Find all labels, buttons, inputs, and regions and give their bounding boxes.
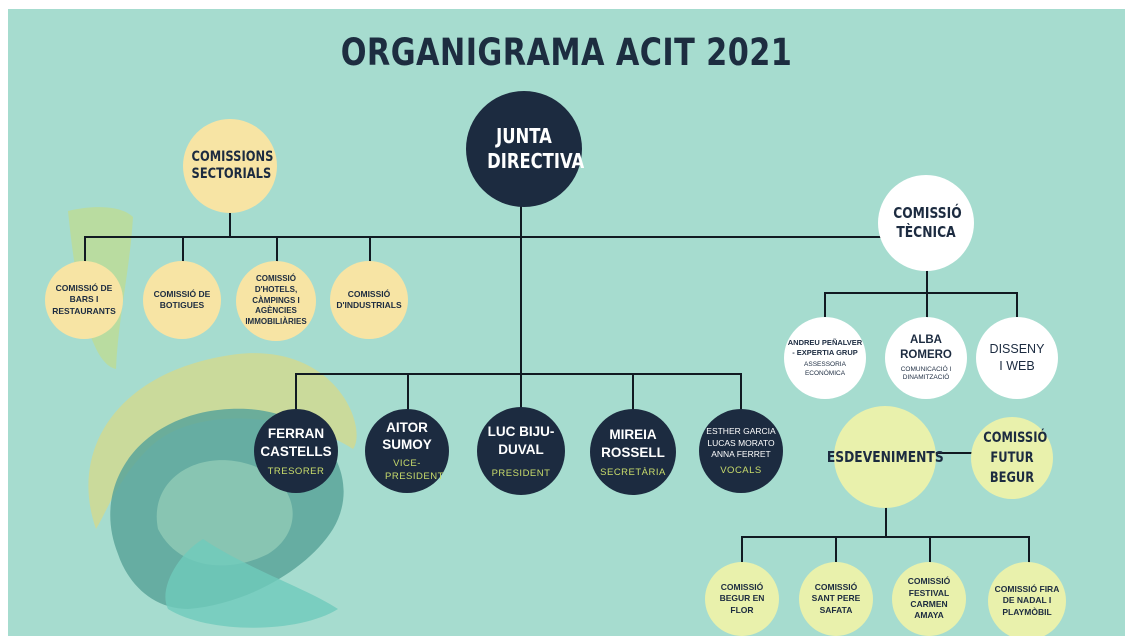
connector-vocals-drop: [740, 373, 742, 413]
tecnica-andreu-node: ANDREU PEÑALVER - EXPERTIA GRUP ASSESSOR…: [784, 317, 866, 399]
member-luc-role: PRESIDENT: [491, 467, 551, 479]
comissio-tecnica-node: COMISSIÓ TÈCNICA: [878, 175, 974, 271]
comissions-sectorials-label: COMISSIONS SECTORIALS: [191, 148, 273, 183]
connector-fira-drop: [1028, 536, 1030, 564]
tecnica-andreu-name: ANDREU PEÑALVER - EXPERTIA GRUP: [787, 337, 863, 358]
page-title: ORGANIGRAMA ACIT 2021: [340, 31, 793, 74]
sectorial-hotels-node: COMISSIÓ D'HOTELS, CÀMPINGS I AGÈNCIES I…: [236, 261, 316, 341]
connector-safata-drop: [835, 536, 837, 564]
esdev-flor-node: COMISSIÓ BEGUR EN FLOR: [705, 562, 779, 636]
member-ferran-node: FERRAN CASTELLS TRESORER: [254, 409, 338, 493]
sectorial-bars-label: COMISSIÓ DE BARS I RESTAURANTS: [52, 282, 116, 316]
member-vocals-names: ESTHER GARCIA LUCAS MORATO ANNA FERRET: [706, 426, 776, 460]
org-chart-panel: ORGANIGRAMA ACIT 2021 JUNTA DIRECTIVA CO…: [8, 9, 1125, 636]
connector-sectorials-stem: [229, 199, 231, 237]
connector-junta-stem: [520, 199, 522, 375]
connector-bars-drop: [84, 236, 86, 266]
connector-ferran-drop: [295, 373, 297, 413]
tecnica-alba-name: ALBA ROMERO: [900, 334, 952, 362]
futur-begur-label: COMISSIÓ FUTUR BEGUR: [983, 429, 1048, 487]
junta-directiva-label: JUNTA DIRECTIVA: [487, 124, 585, 173]
esdeveniments-label: ESDEVENIMENTS: [826, 447, 944, 466]
member-vocals-role: VOCALS: [720, 464, 762, 476]
sectorial-hotels-label: COMISSIÓ D'HOTELS, CÀMPINGS I AGÈNCIES I…: [245, 274, 307, 327]
connector-botigues-drop: [182, 236, 184, 266]
connector-industrials-drop: [369, 236, 371, 266]
tecnica-andreu-role: ASSESSORIA ECONÒMICA: [804, 361, 846, 377]
member-luc-name: LUC BIJU-DUVAL: [487, 424, 555, 457]
member-mireia-node: MIREIA ROSSELL SECRETÀRIA: [590, 409, 676, 495]
connector-mireia-drop: [632, 373, 634, 413]
connector-sectorials-bar: [84, 236, 371, 238]
esdev-amaya-node: COMISSIÓ FESTIVAL CARMEN AMAYA: [892, 562, 966, 636]
tecnica-web-node: DISSENY I WEB: [976, 317, 1058, 399]
connector-tecnica-bar: [824, 292, 1018, 294]
tecnica-web-label: DISSENY I WEB: [989, 342, 1045, 373]
connector-hotels-drop: [276, 236, 278, 266]
sectorial-bars-node: COMISSIÓ DE BARS I RESTAURANTS: [45, 261, 123, 339]
connector-tecnica-stem: [926, 257, 928, 293]
connector-aitor-drop: [407, 373, 409, 413]
tecnica-alba-node: ALBA ROMERO COMUNICACIÓ I DINAMITZACIÓ: [885, 317, 967, 399]
member-aitor-node: AITOR SUMOY VICE-PRESIDENT: [365, 409, 449, 493]
member-mireia-role: SECRETÀRIA: [600, 466, 666, 478]
esdev-safata-label: COMISSIÓ SANT PERE SAFATA: [811, 581, 861, 615]
connector-esdev-futur: [928, 452, 978, 454]
member-ferran-name: FERRAN CASTELLS: [260, 426, 332, 459]
connector-esdev-stem: [885, 501, 887, 537]
esdeveniments-node: ESDEVENIMENTS: [827, 406, 943, 508]
member-vocals-node: ESTHER GARCIA LUCAS MORATO ANNA FERRET V…: [699, 409, 783, 493]
sectorial-industrials-node: COMISSIÓ D'INDUSTRIALS: [330, 261, 408, 339]
esdev-fira-node: COMISSIÓ FIRA DE NADAL I PLAYMÒBIL: [988, 562, 1066, 636]
tecnica-alba-role: COMUNICACIÓ I DINAMITZACIÓ: [900, 366, 952, 382]
junta-directiva-node: JUNTA DIRECTIVA: [466, 91, 585, 207]
sectorial-botigues-label: COMISSIÓ DE BOTIGUES: [153, 288, 211, 310]
member-ferran-role: TRESORER: [267, 465, 325, 477]
connector-flor-drop: [741, 536, 743, 564]
connector-luc-drop: [520, 373, 522, 413]
sectorial-botigues-node: COMISSIÓ DE BOTIGUES: [143, 261, 221, 339]
connector-main-horizontal: [84, 236, 928, 238]
esdev-flor-label: COMISSIÓ BEGUR EN FLOR: [719, 581, 765, 615]
connector-alba-drop: [926, 292, 928, 322]
comissions-sectorials-node: COMISSIONS SECTORIALS: [183, 119, 277, 213]
esdev-safata-node: COMISSIÓ SANT PERE SAFATA: [799, 562, 873, 636]
member-aitor-name: AITOR SUMOY: [382, 419, 432, 453]
sectorial-industrials-label: COMISSIÓ D'INDUSTRIALS: [336, 288, 402, 310]
connector-members-bar: [295, 373, 742, 375]
connector-web-drop: [1016, 292, 1018, 322]
esdev-fira-label: COMISSIÓ FIRA DE NADAL I PLAYMÒBIL: [994, 583, 1060, 617]
esdev-amaya-label: COMISSIÓ FESTIVAL CARMEN AMAYA: [907, 576, 951, 621]
connector-amaya-drop: [929, 536, 931, 564]
member-mireia-name: MIREIA ROSSELL: [601, 427, 665, 460]
comissio-tecnica-label: COMISSIÓ TÈCNICA: [893, 204, 962, 241]
connector-andreu-drop: [824, 292, 826, 322]
member-aitor-role: VICE-PRESIDENT: [385, 457, 444, 483]
member-luc-node: LUC BIJU-DUVAL PRESIDENT: [477, 407, 565, 495]
acit-logo-graphic: [68, 207, 357, 628]
futur-begur-node: COMISSIÓ FUTUR BEGUR: [971, 417, 1053, 499]
connector-esdev-bar: [741, 536, 1030, 538]
